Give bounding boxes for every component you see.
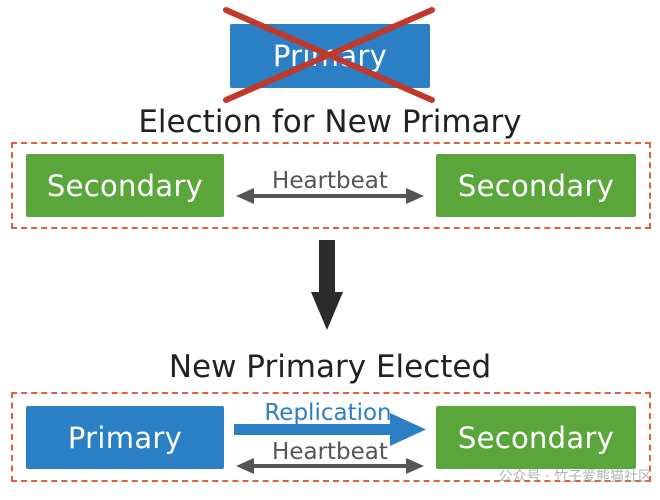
cross-out-mark [223, 7, 435, 103]
new-primary-node: Primary [26, 406, 224, 469]
elected-title: New Primary Elected [168, 349, 492, 385]
elected-group [11, 392, 651, 482]
replication-arrow [234, 413, 426, 446]
watermark: 公众号 · 竹子爱熊猫社区 [498, 469, 652, 485]
election-title: Election for New Primary [138, 104, 522, 140]
elected-heartbeat-arrow [236, 458, 424, 474]
election-heartbeat-label: Heartbeat [272, 168, 388, 194]
election-left-secondary-label: Secondary [46, 168, 204, 203]
election-right-secondary-label: Secondary [457, 168, 615, 203]
election-right-secondary-node: Secondary [436, 154, 636, 217]
elected-secondary-node: Secondary [436, 406, 636, 469]
elected-secondary-label: Secondary [457, 420, 615, 455]
flow-down-arrow [311, 240, 343, 330]
election-left-secondary-node: Secondary [26, 154, 224, 217]
new-primary-label: Primary [67, 420, 183, 455]
election-group [11, 142, 651, 229]
elected-heartbeat-label: Heartbeat [272, 439, 388, 465]
replication-label: Replication [264, 400, 392, 426]
election-heartbeat-arrow [236, 188, 424, 204]
